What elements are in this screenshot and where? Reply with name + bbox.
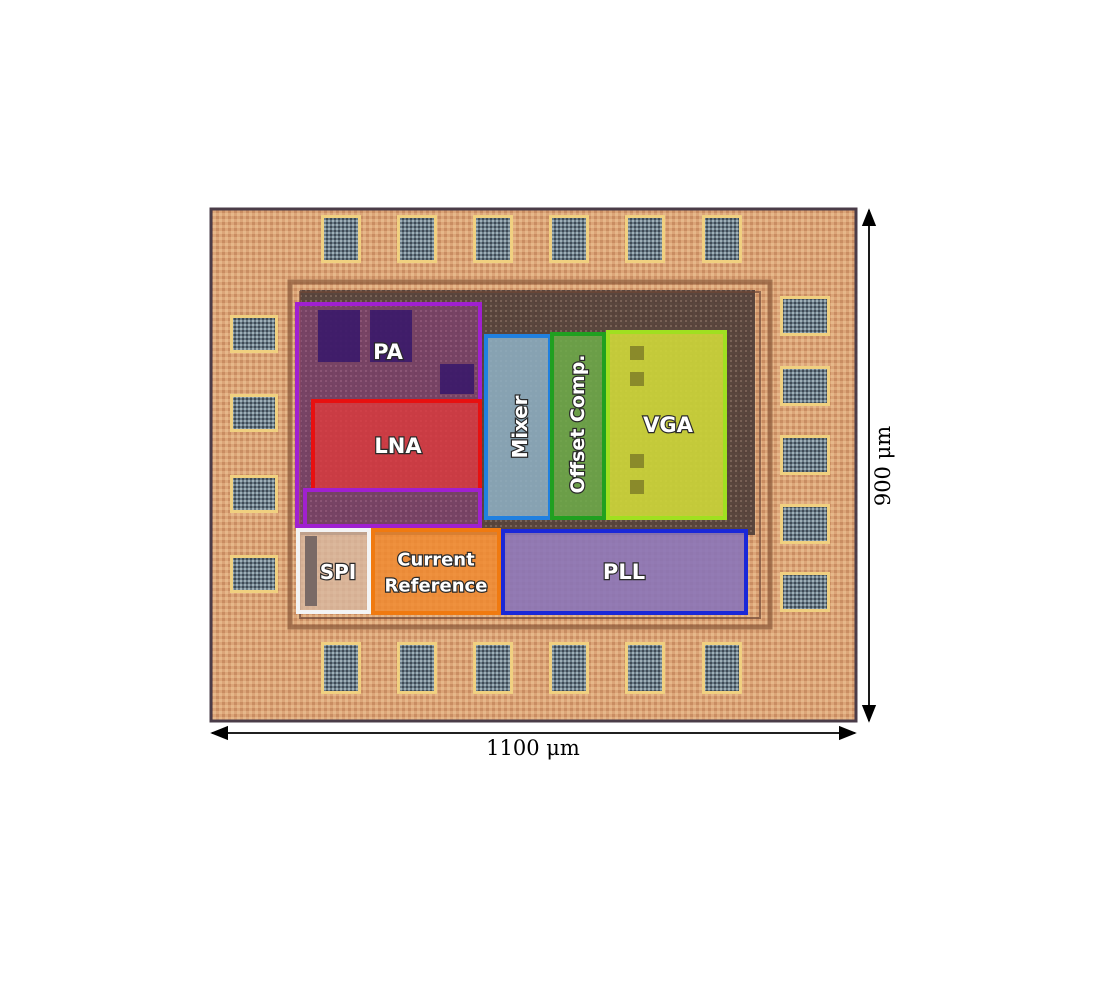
block-pa-label: PA — [373, 340, 403, 364]
vga-capacitor — [630, 346, 644, 360]
pa-transistor — [440, 364, 474, 394]
vga-capacitor — [630, 454, 644, 468]
bond-pad — [783, 299, 827, 333]
block-mixer: Mixer — [484, 334, 552, 520]
bond-pad — [705, 218, 739, 260]
bond-pad — [476, 645, 510, 691]
vga-capacitor — [630, 372, 644, 386]
block-pll-label: PLL — [603, 560, 645, 584]
block-spi: SPI — [296, 528, 371, 614]
bond-pad — [324, 645, 358, 691]
width-dimension-label: 1100 μm — [486, 736, 580, 760]
bond-pad — [783, 369, 827, 403]
bond-pads — [230, 215, 830, 694]
block-vga: VGA — [606, 330, 727, 520]
bond-pad — [783, 438, 827, 472]
bond-pad — [233, 478, 275, 510]
bond-pad — [783, 507, 827, 541]
spi-logic — [305, 536, 317, 606]
block-lna-label: LNA — [374, 434, 422, 458]
bond-pad — [476, 218, 510, 260]
bond-pad — [400, 218, 434, 260]
bond-pad — [400, 645, 434, 691]
block-pll-outline — [501, 529, 748, 615]
block-vga-label: VGA — [643, 413, 693, 437]
vga-capacitor — [630, 480, 644, 494]
bond-pad — [552, 218, 586, 260]
block-current-reference-outline — [371, 528, 501, 615]
pa-transistor — [370, 310, 412, 362]
block-current-reference: Current Reference — [371, 528, 501, 615]
block-offset-comp-outline — [550, 332, 606, 520]
bond-pad — [628, 218, 662, 260]
block-vga-outline — [606, 330, 727, 520]
core-ring-inner — [299, 291, 761, 619]
bond-pad — [324, 218, 358, 260]
bond-pad — [705, 645, 739, 691]
block-current-reference-label-line2: Reference — [385, 576, 488, 597]
bond-pad — [233, 318, 275, 350]
circuit-blocks: PA LNA Mixer Offset Comp. VGA — [295, 302, 748, 615]
pa-transistor — [318, 310, 360, 362]
block-pll: PLL — [501, 529, 748, 615]
bond-pad — [552, 645, 586, 691]
bond-pad — [233, 397, 275, 429]
block-pa-lower-outline — [303, 488, 482, 528]
block-lna: LNA — [303, 399, 482, 528]
block-current-reference-label-line1: Current — [397, 550, 475, 571]
block-mixer-outline — [484, 334, 552, 520]
block-spi-label: SPI — [320, 560, 357, 584]
block-mixer-label: Mixer — [508, 395, 532, 458]
bond-pad — [233, 558, 275, 590]
block-lna-outline — [311, 399, 482, 492]
height-dimension-label: 900 μm — [871, 426, 895, 506]
bond-pad — [783, 575, 827, 609]
dimension-annotations: 1100 μm 900 μm — [210, 208, 895, 760]
bond-pad — [628, 645, 662, 691]
block-offset-comp: Offset Comp. — [550, 332, 606, 520]
block-offset-comp-label: Offset Comp. — [567, 354, 589, 493]
core-ring — [287, 279, 773, 630]
